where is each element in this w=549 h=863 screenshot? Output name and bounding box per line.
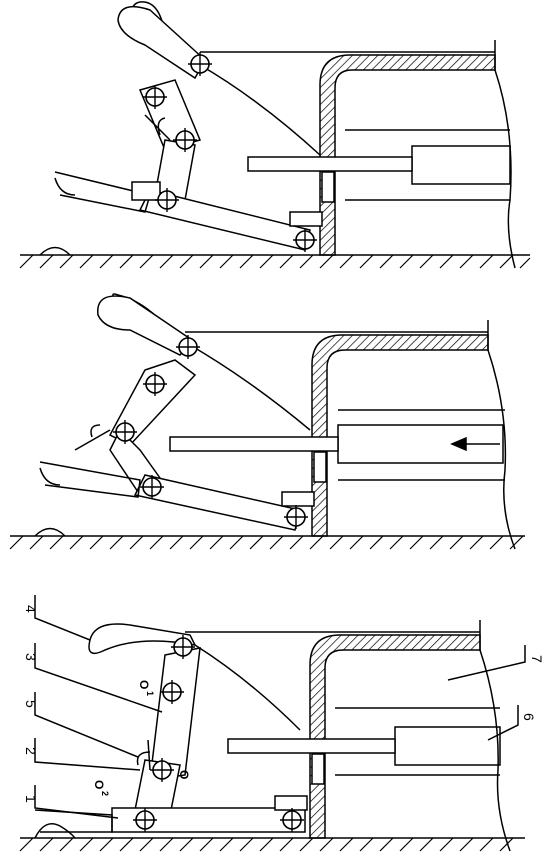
break-line <box>479 649 511 852</box>
callout-line-7 <box>447 645 526 681</box>
callout-line-5 <box>34 692 139 758</box>
shoe-middle <box>39 461 141 498</box>
callout-4: 4 <box>23 605 39 613</box>
callout-line-6 <box>487 705 519 741</box>
break-line <box>494 69 516 269</box>
callout-3: 3 <box>23 653 39 661</box>
ground-hatch <box>9 535 524 550</box>
piston-rod <box>247 156 413 172</box>
shoe-top <box>54 171 151 213</box>
piston-rod <box>227 738 396 754</box>
callout-2: 2 <box>23 747 39 755</box>
arrow-head-icon <box>450 436 467 452</box>
callout-line-2 <box>34 738 141 771</box>
panel-top <box>19 1 531 269</box>
callout-5: 5 <box>23 700 39 708</box>
panel-bottom <box>19 595 526 852</box>
bottom-labels: 4 3 5 2 1 7 6 O 1 O 2 O <box>23 605 545 803</box>
pawl-4 <box>88 623 197 655</box>
symbol-o2: O <box>92 780 106 789</box>
link-2-top <box>154 139 196 201</box>
panel-middle <box>9 293 525 550</box>
frame-wall <box>319 54 496 256</box>
callout-line-4 <box>34 595 91 641</box>
link-3 <box>149 647 201 781</box>
ground-hatch <box>19 254 531 269</box>
callout-7: 7 <box>529 655 545 663</box>
symbol-o1: O <box>137 680 151 689</box>
break-line <box>487 349 516 550</box>
callout-1: 1 <box>23 795 39 803</box>
symbol-o2-sub: 2 <box>100 791 110 796</box>
ground-hatch <box>19 837 514 852</box>
link-3-middle <box>108 359 197 446</box>
callout-line-3 <box>34 643 163 713</box>
piston-rod <box>169 436 339 452</box>
symbol-o1-sub: 1 <box>145 691 155 696</box>
symbol-o: O <box>177 770 191 779</box>
cylinder <box>394 726 501 766</box>
callout-line-1 <box>34 785 119 819</box>
callout-6: 6 <box>521 713 537 721</box>
cylinder <box>411 145 511 185</box>
